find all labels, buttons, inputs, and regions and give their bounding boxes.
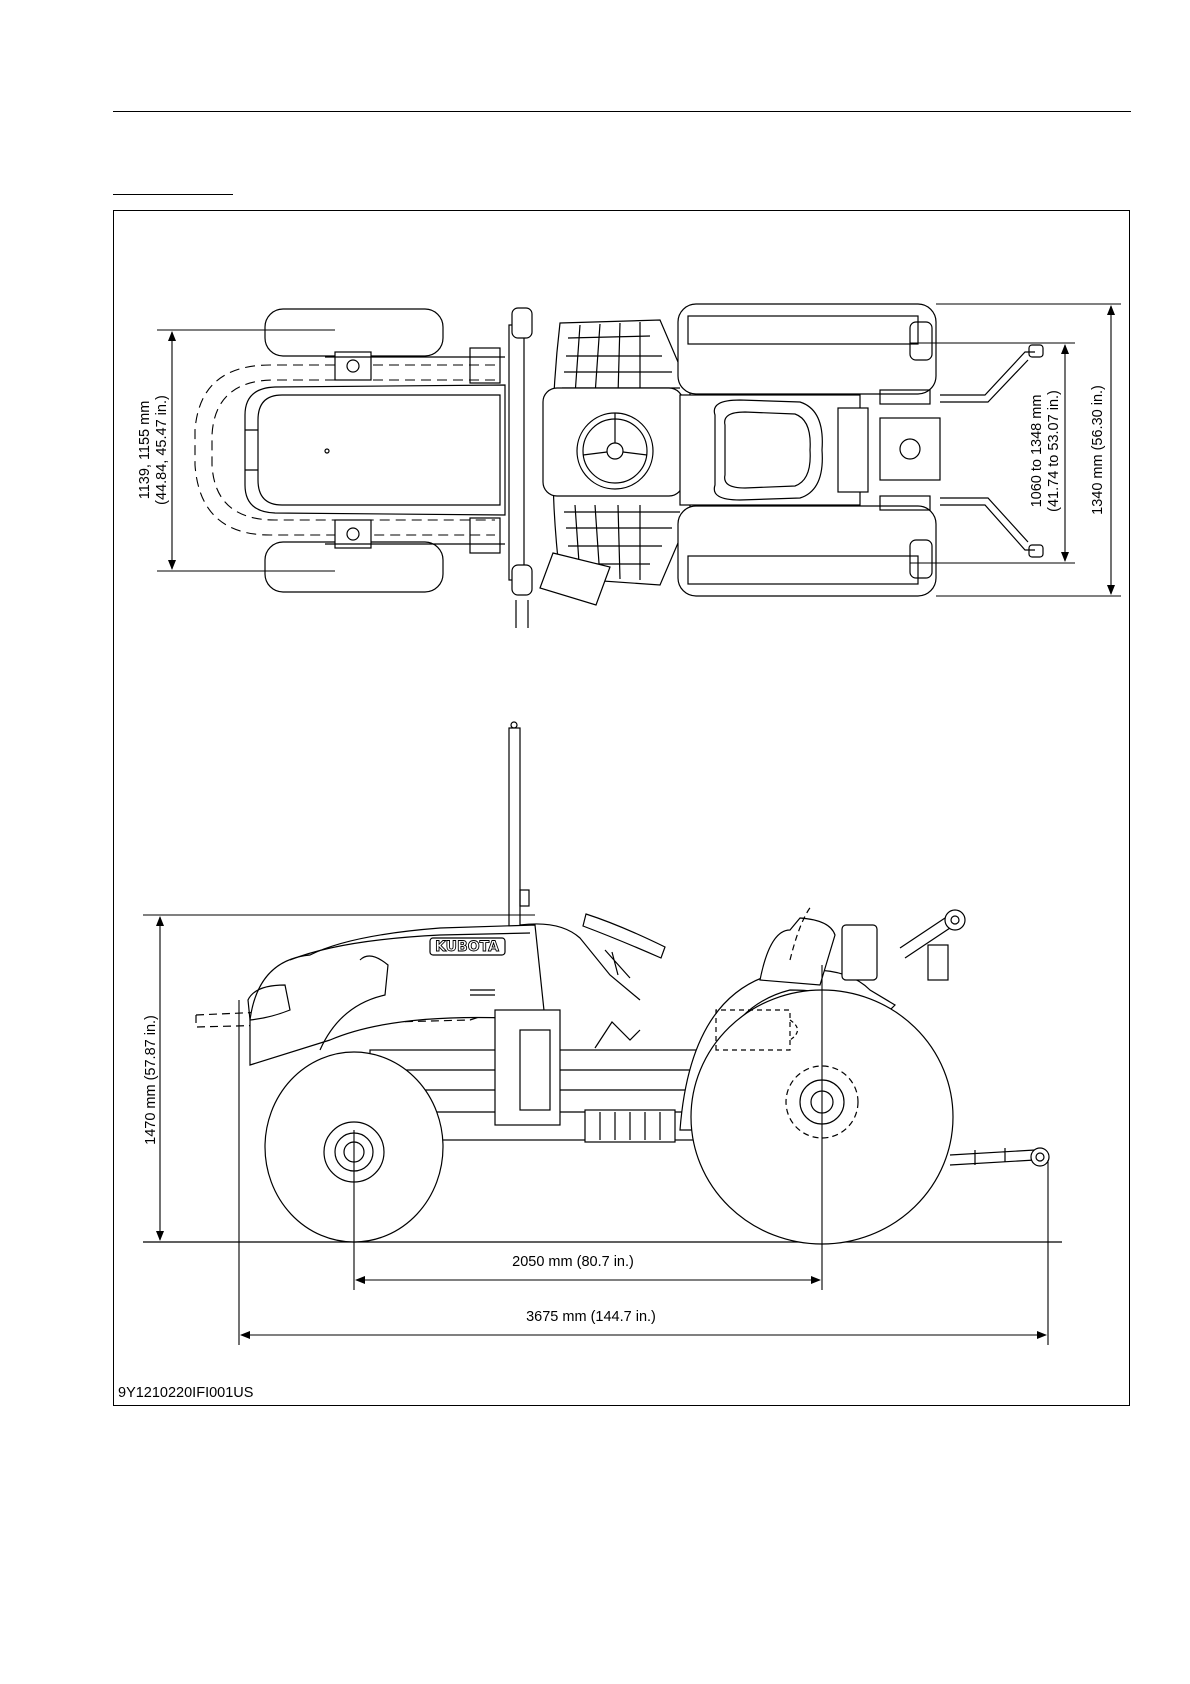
overall-height-label: 1470 mm (57.87 in.) [143, 1015, 159, 1145]
front-track-label-mm: 1139, 1155 mm [137, 401, 153, 500]
overall-length-label: 3675 mm (144.7 in.) [526, 1309, 656, 1325]
tractor-side-view [143, 722, 1062, 1244]
rear-track-label-mm: 1060 to 1348 mm [1029, 395, 1045, 508]
front-track-label-in: (44.84, 45.47 in.) [154, 395, 170, 505]
wheelbase-label: 2050 mm (80.7 in.) [512, 1254, 634, 1270]
rear-track-label-in: (41.74 to 53.07 in.) [1046, 390, 1062, 512]
tractor-top-view [195, 304, 1043, 628]
overall-width-label: 1340 mm (56.30 in.) [1090, 385, 1106, 515]
figure-code: 9Y1210220IFI001US [118, 1385, 253, 1401]
kubota-logo: KUBOTA [435, 939, 499, 955]
